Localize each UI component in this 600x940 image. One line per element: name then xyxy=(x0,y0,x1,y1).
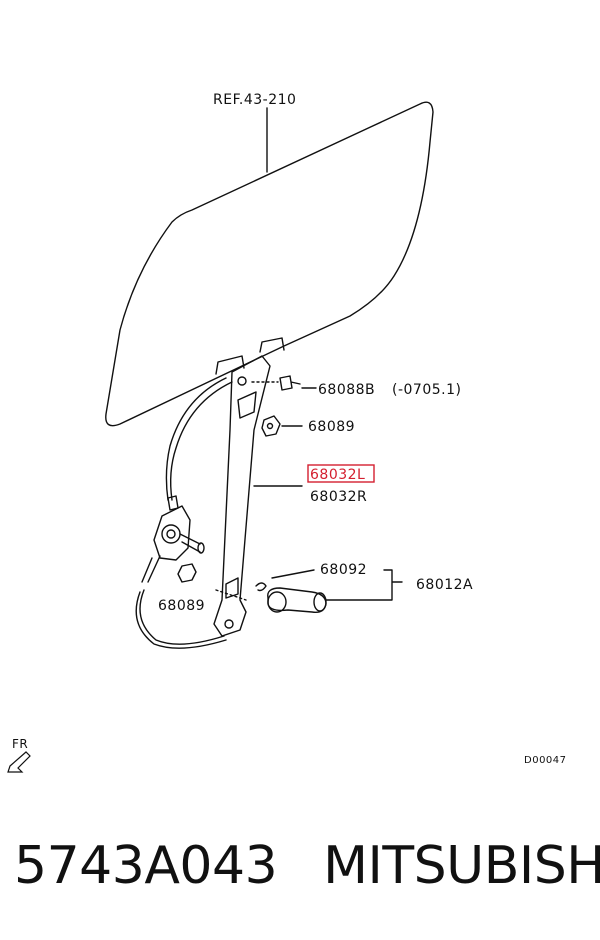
brand-name: MITSUBISHI xyxy=(323,836,600,896)
front-direction-arrow-icon xyxy=(7,751,31,773)
regulator-right-label: 68032R xyxy=(310,489,367,505)
ref-glass-label: REF.43-210 xyxy=(213,92,296,108)
clip-icon xyxy=(255,582,267,592)
nut-lower-icon xyxy=(177,563,197,583)
bolt-icon xyxy=(279,375,301,391)
regulator-drum xyxy=(153,505,191,561)
clip-label: 68092 xyxy=(320,562,367,578)
part-number: 5743A043 xyxy=(14,836,278,896)
footer: 5743A043 MITSUBISHI xyxy=(14,836,600,896)
regulator-rail xyxy=(213,355,271,637)
nut-lower-label: 68089 xyxy=(158,598,205,614)
bolt-note-label: (-0705.1) xyxy=(392,382,461,398)
direction-label: FR xyxy=(12,737,28,751)
handle-assy-label: 68012A xyxy=(416,577,473,593)
drawing-code: D00047 xyxy=(524,755,567,766)
nut-upper-icon xyxy=(261,415,281,437)
door-glass xyxy=(105,101,434,427)
nut-upper-label: 68089 xyxy=(308,419,355,435)
highlight-box xyxy=(307,464,375,483)
regulator-left-label: 68032L xyxy=(310,467,365,483)
bolt-label: 68088B xyxy=(318,382,375,398)
